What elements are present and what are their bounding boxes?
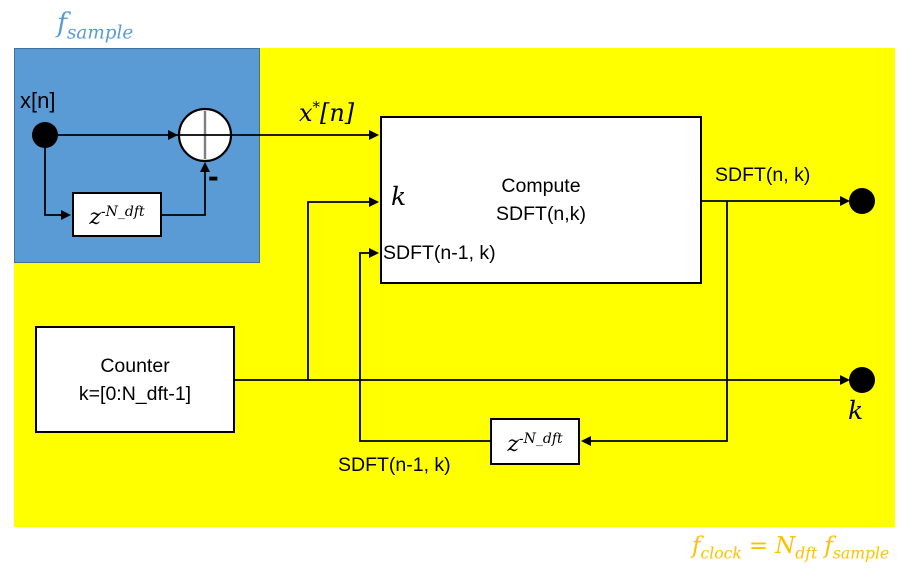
clock-eq-sample-sub: sample [832,543,890,563]
compute-block-line2: SDFT(n,k) [496,203,586,225]
compute-block-line1: Compute [501,175,581,197]
f-sample-base: f [57,8,67,39]
counter-block-line2: k=[0:N_dft-1] [78,382,192,405]
delay-block-top: z-N_dft [72,192,162,237]
delay-block-bottom: z-N_dft [490,418,580,465]
arrowhead-into-compute-x [369,130,379,140]
x-conjugate-label: x*[n] [299,98,355,128]
compute-block-text: Compute SDFT(n,k) [496,172,586,228]
minus-sign-label: - [208,158,219,194]
k-output-label: k [848,396,864,425]
arrowhead-into-delay-top [61,210,71,220]
delay-top-z: z [89,204,101,230]
clock-eq-n: N [775,533,796,559]
x-conjugate-bracket: [n] [319,99,355,127]
counter-block: Counter k=[0:N_dft-1] [35,326,235,433]
node-dot-k-output [849,367,875,393]
f-sample-label: fsample [57,8,133,44]
sdft-prev-port-label: SDFT(n-1, k) [383,242,496,264]
wire-feedback-to-compute [359,252,490,442]
wire-output-feedback-branch [590,201,728,442]
node-dot-x-input [32,122,58,148]
clock-eq-equals: = [748,533,769,559]
x-input-label: x[n] [20,88,56,113]
arrowhead-into-sdft-node [840,196,850,206]
wire-delay-to-sum [162,172,206,216]
delay-bottom-exponent: -N_dft [518,430,563,447]
k-port-label: k [391,182,407,211]
arrowhead-into-compute-k [369,197,379,207]
sdft-prev-wire-label: SDFT(n-1, k) [338,454,451,476]
arrowhead-into-k-node [840,375,850,385]
counter-block-line1: Counter [100,354,170,377]
f-sample-subscript: sample [67,22,134,44]
sdft-output-label: SDFT(n, k) [715,164,811,186]
arrowhead-into-sum [168,130,178,140]
arrowhead-into-compute-prev [369,248,379,258]
delay-bottom-z: z [507,431,519,457]
delay-top-text: z-N_dft [89,198,144,232]
x-conjugate-star: * [312,98,320,116]
wire-x-delay-tap [44,135,62,216]
clock-eq-f2: f [824,533,833,559]
wire-k-branch [307,201,370,380]
clock-eq-clock-sub: clock [700,543,742,563]
node-dot-sdft-output [849,188,875,214]
clock-eq-dft-sub: dft [795,543,818,563]
x-conjugate-base: x [299,99,313,127]
counter-block-text: Counter k=[0:N_dft-1] [79,352,191,408]
arrowhead-into-sum-bottom [200,162,210,172]
clock-eq-f: f [692,533,701,559]
delay-bottom-text: z-N_dft [507,425,562,459]
compute-block: Compute SDFT(n,k) [380,116,702,284]
delay-top-exponent: -N_dft [100,203,145,220]
arrowhead-into-delay-bottom [581,436,591,446]
